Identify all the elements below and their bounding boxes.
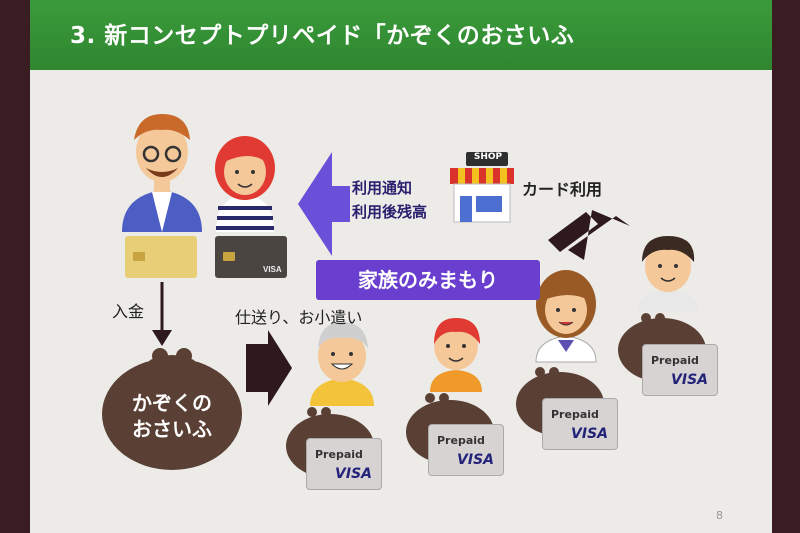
gold-card-icon xyxy=(125,236,197,278)
notice-line-2: 利用後残高 xyxy=(352,203,428,221)
family-purse-icon xyxy=(102,348,242,470)
family-watch-box: 家族のみまもり xyxy=(316,260,540,300)
sibling-icon xyxy=(430,318,482,392)
shop-icon xyxy=(450,152,514,223)
card-use-label: カード利用 xyxy=(522,180,603,199)
mother-icon xyxy=(215,136,275,232)
shop-sign-label: SHOP xyxy=(473,152,503,162)
visa-logo-text: VISA xyxy=(671,372,708,388)
deposit-label: 入金 xyxy=(112,302,145,321)
card-use-arrow xyxy=(548,210,630,260)
prepaid-text: Prepaid xyxy=(315,448,363,461)
girl-icon xyxy=(535,270,597,363)
grandfather-icon xyxy=(310,322,374,406)
visa-logo-text: VISA xyxy=(571,426,608,442)
notification-arrow xyxy=(298,152,350,256)
black-card-icon: VISA xyxy=(215,236,287,278)
svg-text:VISA: VISA xyxy=(263,265,282,274)
visa-logo-text: VISA xyxy=(457,452,494,468)
allowance-arrow xyxy=(246,330,292,406)
notice-line-1: 利用通知 xyxy=(352,179,413,197)
prepaid-text: Prepaid xyxy=(551,408,599,421)
prepaid-card-sibling: Prepaid VISA xyxy=(428,424,504,476)
slide: 3. 新コンセプトプリペイド「かぞくのおさいふ xyxy=(30,0,772,533)
prepaid-card-grandfather: Prepaid VISA xyxy=(306,438,382,490)
purse-line-2: おさいふ xyxy=(132,417,212,441)
prepaid-card-boy: Prepaid VISA xyxy=(642,344,718,396)
deposit-arrow xyxy=(152,282,172,346)
family-purse-label: かぞくの おさいふ xyxy=(112,390,232,442)
purse-line-1: かぞくの xyxy=(132,391,212,415)
allowance-label: 仕送り、お小遣い xyxy=(235,308,363,327)
boy-icon xyxy=(638,236,698,312)
prepaid-text: Prepaid xyxy=(437,434,485,447)
prepaid-card-girl: Prepaid VISA xyxy=(542,398,618,450)
slide-title: 3. 新コンセプトプリペイド「かぞくのおさいふ xyxy=(70,23,575,49)
visa-logo-text: VISA xyxy=(335,466,372,482)
title-bar: 3. 新コンセプトプリペイド「かぞくのおさいふ xyxy=(30,0,772,70)
page-number: 8 xyxy=(716,509,723,522)
father-icon xyxy=(122,114,202,232)
prepaid-text: Prepaid xyxy=(651,354,699,367)
usage-notice-text: 利用通知 利用後残高 xyxy=(352,176,427,224)
